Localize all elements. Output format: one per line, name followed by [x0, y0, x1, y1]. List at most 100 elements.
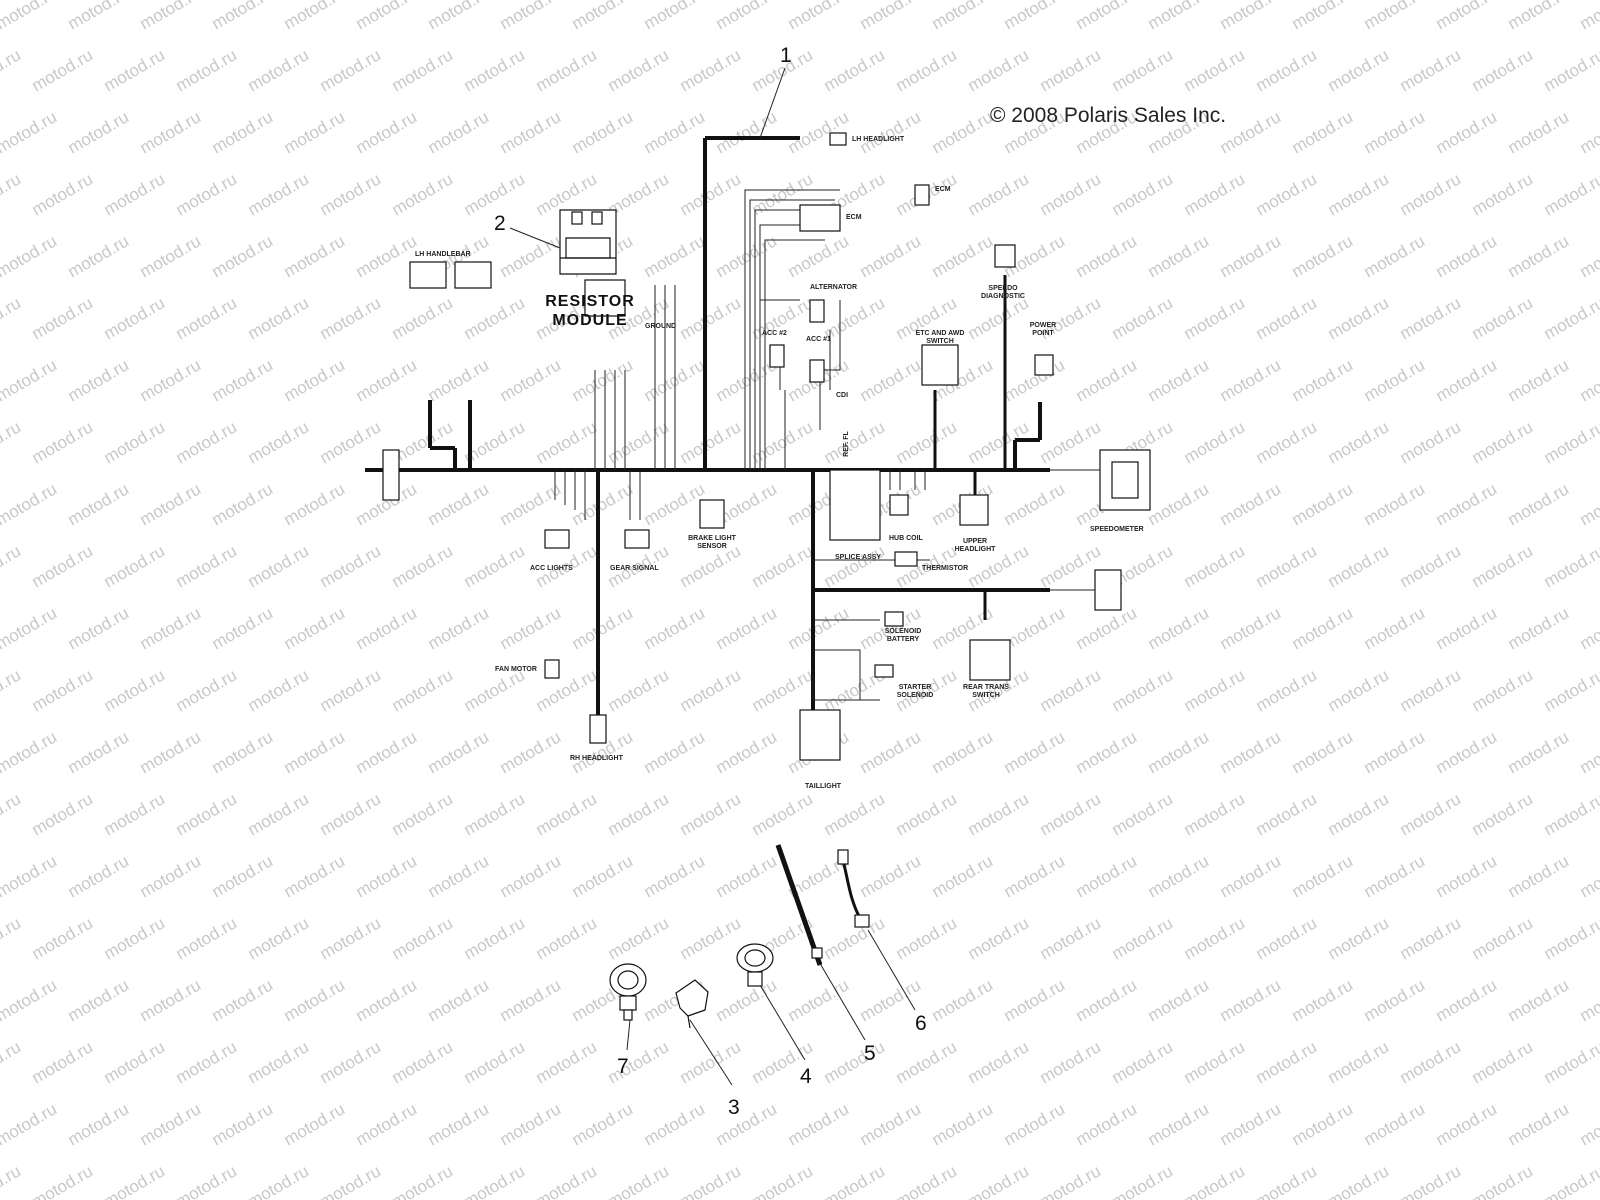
part-7-clamp [609, 963, 647, 1021]
watermark-text: motod.ru [281, 1099, 349, 1149]
watermark-text: motod.ru [0, 1037, 24, 1087]
watermark-text: motod.ru [1109, 1161, 1177, 1200]
watermark-text: motod.ru [965, 1037, 1033, 1087]
loose-parts [609, 844, 870, 1029]
watermark-text: motod.ru [1289, 727, 1357, 777]
watermark-text: motod.ru [1109, 665, 1177, 715]
watermark-text: motod.ru [1145, 479, 1213, 529]
watermark-text: motod.ru [1145, 975, 1213, 1025]
watermark-text: motod.ru [0, 169, 24, 219]
watermark-text: motod.ru [929, 231, 997, 281]
watermark-text: motod.ru [1037, 1037, 1105, 1087]
watermark-text: motod.ru [713, 231, 781, 281]
watermark-text: motod.ru [173, 913, 241, 963]
watermark-text: motod.ru [749, 541, 817, 591]
watermark-text: motod.ru [1433, 851, 1501, 901]
watermark-text: motod.ru [1037, 541, 1105, 591]
watermark-text: motod.ru [317, 541, 385, 591]
watermark-text: motod.ru [1469, 1037, 1537, 1087]
watermark-text: motod.ru [929, 727, 997, 777]
watermark-text: motod.ru [245, 417, 313, 467]
watermark-text: motod.ru [1217, 1099, 1285, 1149]
watermark-text: motod.ru [641, 727, 709, 777]
watermark-text: motod.ru [785, 0, 853, 33]
ground-connector [584, 279, 626, 317]
label-taillight: TAILLIGHT [805, 783, 842, 790]
watermark-text: motod.ru [1361, 727, 1429, 777]
watermark-text: motod.ru [1001, 479, 1069, 529]
watermark-text: motod.ru [461, 541, 529, 591]
watermark-text: motod.ru [209, 603, 277, 653]
watermark-text: motod.ru [1181, 169, 1249, 219]
watermark-text: motod.ru [1577, 0, 1600, 33]
watermark-text: motod.ru [1577, 231, 1600, 281]
watermark-text: motod.ru [281, 727, 349, 777]
watermark-text: motod.ru [1505, 107, 1573, 157]
watermark-text: motod.ru [425, 975, 493, 1025]
watermark-text: motod.ru [1001, 1099, 1069, 1149]
watermark-text: motod.ru [965, 45, 1033, 95]
label-ecm-1: ECM [935, 186, 951, 193]
watermark-text: motod.ru [1073, 727, 1141, 777]
watermark-text: motod.ru [857, 1099, 925, 1149]
alternator-plug [809, 359, 825, 383]
watermark-text: motod.ru [1001, 727, 1069, 777]
watermark-text: motod.ru [1361, 1099, 1429, 1149]
watermark-text: motod.ru [353, 1099, 421, 1149]
watermark-text: motod.ru [0, 789, 24, 839]
watermark-text: motod.ru [1037, 1161, 1105, 1200]
watermark-text: motod.ru [749, 665, 817, 715]
watermark-text: motod.ru [101, 541, 169, 591]
watermark-text: motod.ru [821, 789, 889, 839]
watermark-text: motod.ru [1253, 45, 1321, 95]
watermark-text: motod.ru [461, 913, 529, 963]
watermark-text: motod.ru [0, 603, 60, 653]
watermark-text: motod.ru [1037, 417, 1105, 467]
cdi-block [829, 469, 881, 541]
watermark-text: motod.ru [785, 231, 853, 281]
watermark-text: motod.ru [965, 1161, 1033, 1200]
watermark-text: motod.ru [857, 727, 925, 777]
watermark-text: motod.ru [0, 727, 60, 777]
watermark-text: motod.ru [1253, 789, 1321, 839]
watermark-text: motod.ru [173, 541, 241, 591]
watermark-text: motod.ru [857, 355, 925, 405]
watermark-text: motod.ru [389, 45, 457, 95]
watermark-text: motod.ru [0, 479, 60, 529]
watermark-text: motod.ru [425, 107, 493, 157]
watermark-text: motod.ru [677, 1161, 745, 1200]
watermark-text: motod.ru [1577, 107, 1600, 157]
watermark-text: motod.ru [1037, 913, 1105, 963]
watermark-text: motod.ru [137, 851, 205, 901]
watermark-text: motod.ru [0, 1161, 24, 1200]
watermark-text: motod.ru [1397, 913, 1465, 963]
watermark-text: motod.ru [533, 913, 601, 963]
hub-coil-connector [889, 494, 909, 516]
watermark-text: motod.ru [29, 293, 97, 343]
watermark-text: motod.ru [0, 975, 60, 1025]
watermark-text: motod.ru [497, 851, 565, 901]
watermark-text: motod.ru [281, 603, 349, 653]
watermark-text: motod.ru [929, 0, 997, 33]
watermark-text: motod.ru [497, 479, 565, 529]
watermark-text: motod.ru [821, 1037, 889, 1087]
ecm-connector-main [799, 204, 841, 232]
watermark-text: motod.ru [1145, 0, 1213, 33]
callout-6: 6 [915, 1012, 927, 1035]
label-rear-trans-switch: REAR TRANS SWITCH [963, 684, 1009, 699]
watermark-text: motod.ru [1181, 45, 1249, 95]
watermark-text: motod.ru [65, 975, 133, 1025]
watermark-text: motod.ru [1181, 1037, 1249, 1087]
fan-motor-connector [544, 659, 560, 679]
watermark-text: motod.ru [209, 479, 277, 529]
watermark-text: motod.ru [1505, 355, 1573, 405]
watermark-text: motod.ru [425, 0, 493, 33]
acc2-connector [769, 344, 785, 368]
watermark-text: motod.ru [1145, 1099, 1213, 1149]
watermark-text: motod.ru [1505, 1099, 1573, 1149]
watermark-text: motod.ru [1181, 1161, 1249, 1200]
watermark-text: motod.ru [1577, 603, 1600, 653]
watermark-text: motod.ru [29, 1037, 97, 1087]
watermark-text: motod.ru [785, 1099, 853, 1149]
watermark-text: motod.ru [281, 107, 349, 157]
